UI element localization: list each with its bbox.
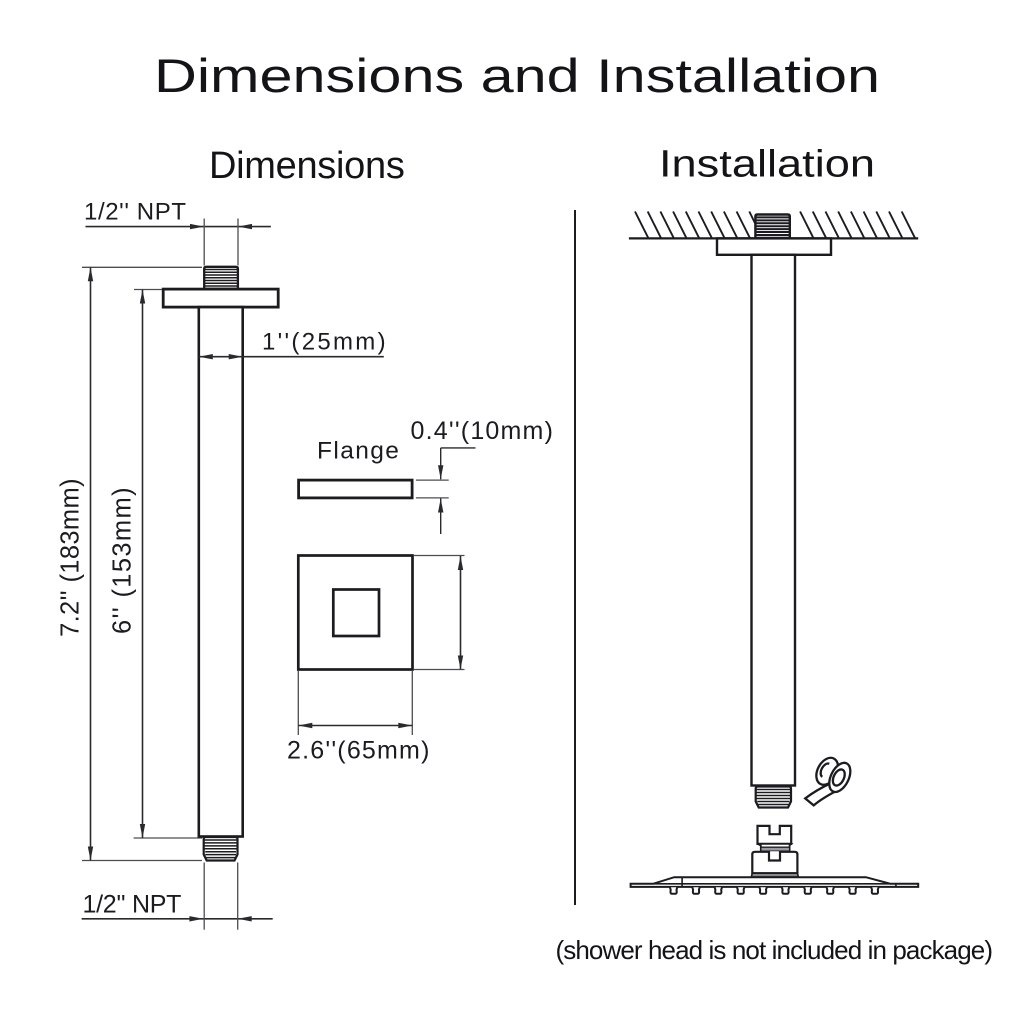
svg-text:1''(25mm): 1''(25mm) bbox=[262, 329, 388, 356]
svg-text:6'' (153mm): 6'' (153mm) bbox=[109, 486, 137, 634]
svg-text:7.2'' (183mm): 7.2'' (183mm) bbox=[57, 478, 85, 637]
svg-text:Flange: Flange bbox=[317, 438, 400, 465]
svg-text:1/2'' NPT: 1/2'' NPT bbox=[83, 891, 182, 919]
svg-text:(shower head is not included i: (shower head is not included in package) bbox=[556, 935, 993, 965]
svg-text:Dimensions: Dimensions bbox=[209, 145, 405, 187]
svg-text:1/2'' NPT: 1/2'' NPT bbox=[84, 199, 187, 226]
svg-text:0.4''(10mm): 0.4''(10mm) bbox=[411, 417, 555, 445]
svg-text:Installation: Installation bbox=[659, 144, 875, 186]
svg-text:Dimensions and Installation: Dimensions and Installation bbox=[154, 49, 880, 102]
svg-text:2.6''(65mm): 2.6''(65mm) bbox=[287, 737, 431, 765]
